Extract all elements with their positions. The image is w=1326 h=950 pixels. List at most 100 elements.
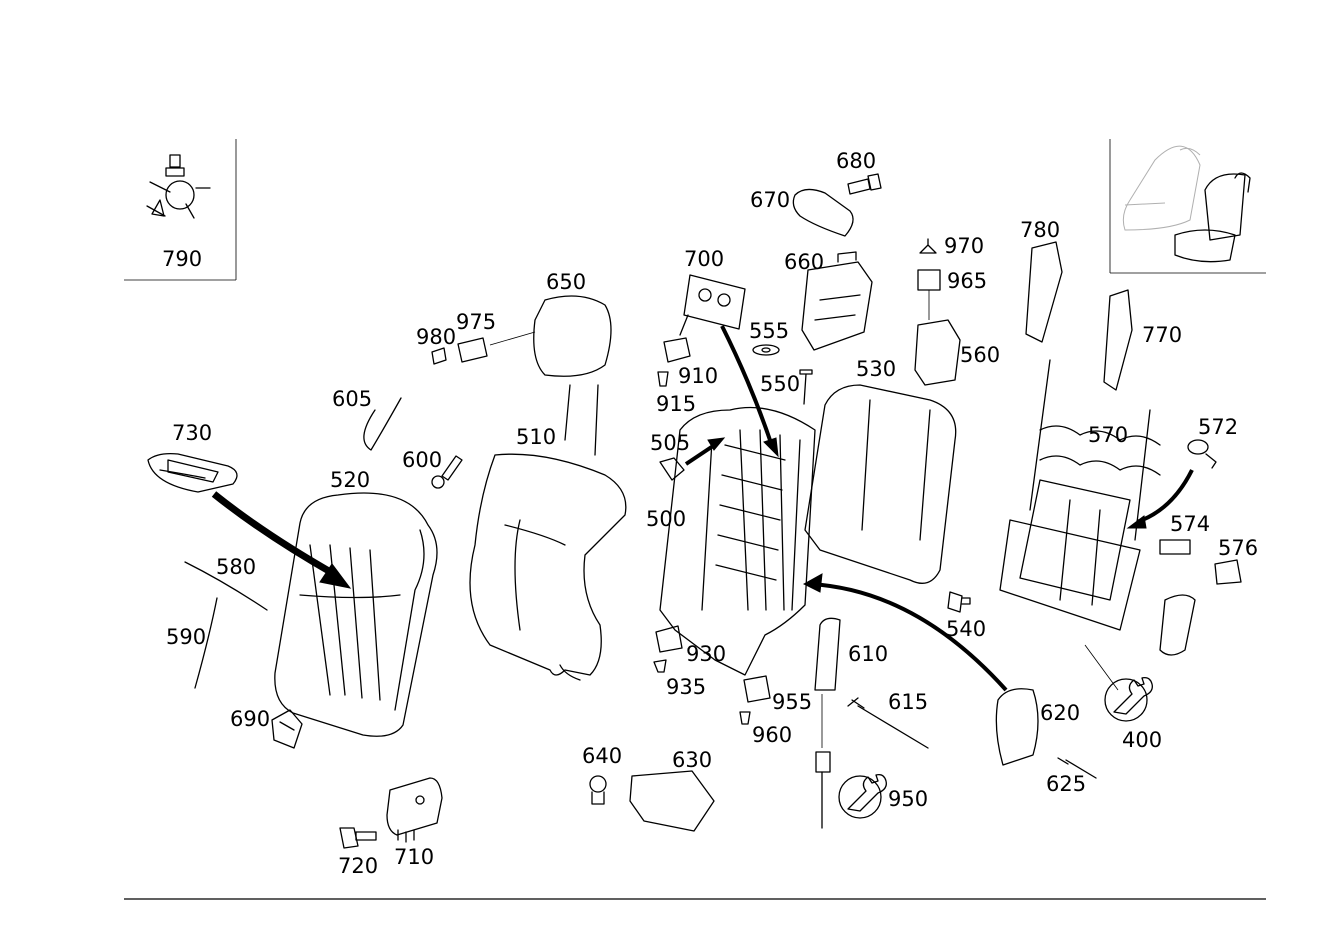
part-510-back-foam [469,453,627,681]
label-510: 510 [516,425,556,449]
part-680-bolt [847,173,882,195]
part-580-rod [184,561,268,611]
label-574: 574 [1170,512,1210,536]
part-400-lumbar-mat [999,479,1141,631]
part-572-motor [1187,439,1217,469]
label-930: 930 [686,642,726,666]
part-915-pin [657,371,669,387]
label-935: 935 [666,675,706,699]
label-600: 600 [402,448,442,472]
arrow-head-700 [763,437,779,458]
part-955-connector [743,675,771,703]
label-400: 400 [1122,728,1162,752]
label-530: 530 [856,357,896,381]
label-670: 670 [750,188,790,212]
label-555: 555 [749,319,789,343]
leader-700 [679,314,689,336]
label-950: 950 [888,787,928,811]
part-930-connector [655,625,683,653]
label-650: 650 [546,270,586,294]
part-500-backrest-frame [659,406,816,676]
part-625-rivet [1057,757,1097,779]
part-560-module [914,319,961,386]
label-965: 965 [947,269,987,293]
part-710-module [386,777,443,843]
part-605-spring [363,397,402,451]
label-720: 720 [338,854,378,878]
part-700-switch-plate [683,274,746,330]
label-960: 960 [752,723,792,747]
arrow-620-to-frame [809,582,1008,692]
part-520-seat-back-cover [274,492,438,737]
label-580: 580 [216,555,256,579]
label-770: 770 [1142,323,1182,347]
part-790-clamp-icon [146,154,211,219]
part-555-washer [752,344,780,356]
part-610-trim-cover [814,617,841,691]
part-970-cap [919,238,937,254]
part-730-badge [147,452,238,493]
part-590-rod [194,597,218,689]
part-570-lumbar-wire [1029,359,1161,541]
part-550-pin [799,369,813,405]
part-574-connector [1159,539,1191,555]
part-400-cylinder [1159,594,1196,656]
part-960-pin [739,711,751,725]
label-570: 570 [1088,423,1128,447]
label-640: 640 [582,744,622,768]
part-780-trim [1025,241,1063,343]
label-975: 975 [456,310,496,334]
part-640-plug [589,775,607,805]
label-790: 790 [162,247,202,271]
wrench-icon-950 [838,773,887,819]
label-625: 625 [1046,772,1086,796]
part-980-cap [431,347,447,365]
label-620: 620 [1040,701,1080,725]
leader-400 [1084,644,1119,691]
label-700: 700 [684,247,724,271]
label-615: 615 [888,690,928,714]
part-630-motor [629,770,715,832]
label-680: 680 [836,149,876,173]
part-670-bracket [792,188,854,237]
inset-seat-frame [1109,139,1266,274]
label-660: 660 [784,250,824,274]
label-605: 605 [332,387,372,411]
part-620-pad [995,688,1039,766]
part-975-guide [457,337,488,363]
label-540: 540 [946,617,986,641]
label-710: 710 [394,845,434,869]
label-572: 572 [1198,415,1238,439]
part-576-pad [1214,559,1242,585]
part-650-headrest [533,295,612,456]
label-550: 550 [760,372,800,396]
part-910-connector [663,337,691,363]
label-970: 970 [944,234,984,258]
part-615-screw [847,697,929,749]
part-530-back-panel [804,384,957,584]
seat-location-thumbnail [1122,145,1251,263]
label-980: 980 [416,325,456,349]
arrow-730-to-520 [211,491,336,578]
part-660-bracket [801,251,873,351]
part-600-key [431,455,463,489]
label-780: 780 [1020,218,1060,242]
label-576: 576 [1218,536,1258,560]
arrow-head-572 [1126,515,1147,529]
label-505: 505 [650,431,690,455]
part-950-connector [815,751,831,773]
part-770-trim [1103,289,1133,391]
arrow-head-620 [802,573,823,593]
label-915: 915 [656,392,696,416]
arrow-head-730 [319,563,352,589]
label-500: 500 [646,507,686,531]
part-720-bolt [339,827,377,849]
label-590: 590 [166,625,206,649]
label-910: 910 [678,364,718,388]
inset-790-frame [124,139,237,281]
part-540-fastener [947,591,971,613]
part-935-pin [653,659,667,673]
label-955: 955 [772,690,812,714]
part-965-connector [917,269,941,291]
